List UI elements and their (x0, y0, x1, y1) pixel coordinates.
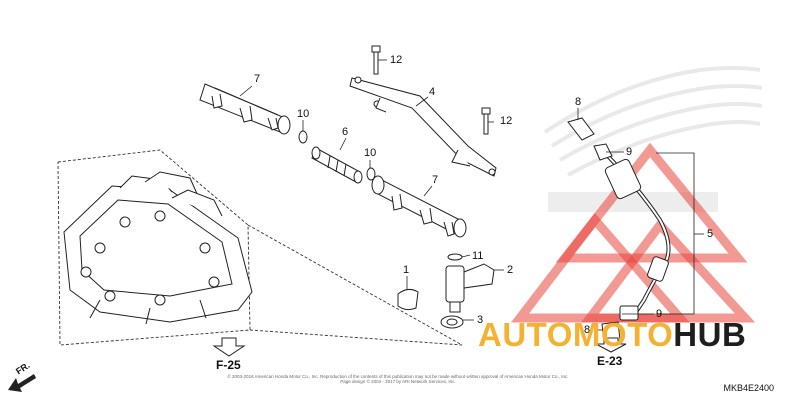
bolts (371, 45, 491, 135)
sub-harness (604, 152, 671, 321)
leader-lines (239, 59, 704, 331)
harness-clips (567, 117, 621, 343)
watermark-hub: HUB (673, 316, 747, 353)
callout-1: 1 (403, 264, 410, 276)
diagram-code: MKB4E2400 (723, 383, 774, 393)
fuel-rail-upper (199, 83, 291, 135)
pressure-regulator (311, 146, 363, 184)
cylinder-head (63, 171, 253, 325)
cylinder-head-frame (57, 149, 463, 346)
reference-e23[interactable]: E-23 (597, 354, 623, 368)
reference-arrow-e23 (595, 337, 627, 353)
injector-clip (397, 288, 419, 311)
watermark-auto: AUTO (478, 316, 573, 353)
copyright-notice: © 2003-2016 American Honda Motor Co., In… (218, 374, 578, 384)
fuel-injector (445, 253, 495, 313)
callout-5: 5 (707, 228, 714, 240)
callout-9-upper: 9 (626, 146, 633, 158)
injector-bracket (349, 76, 497, 177)
callout-8-upper: 8 (575, 96, 582, 108)
front-direction-arrow (8, 374, 36, 392)
callout-11: 11 (472, 250, 484, 262)
callout-4: 4 (429, 86, 436, 98)
reference-f25[interactable]: F-25 (216, 358, 241, 372)
copyright-line-2: Page design © 2004 - 2017 by ARI Network… (340, 379, 456, 384)
callout-7-lower: 7 (432, 174, 439, 186)
seal-ring (440, 315, 464, 329)
callout-9-lower: 9 (656, 308, 663, 320)
callout-12-lower: 12 (500, 115, 513, 127)
callout-2: 2 (507, 264, 514, 276)
callout-3: 3 (477, 314, 484, 326)
watermark-moto: MOTO (572, 316, 674, 353)
callout-7-upper: 7 (254, 73, 261, 85)
callout-10-upper: 10 (297, 108, 310, 120)
callout-8-lower: 8 (584, 324, 591, 336)
watermark-brand: AUTOMOTOHUB (478, 318, 746, 351)
copyright-line-1: © 2003-2016 American Honda Motor Co., In… (227, 374, 569, 379)
callout-6: 6 (342, 126, 349, 138)
callout-12-upper: 12 (390, 54, 403, 66)
reference-arrow-f25 (212, 337, 246, 357)
fuel-rail-lower (371, 175, 467, 238)
callout-10-lower: 10 (364, 147, 377, 159)
honda-wordmark-ghost (548, 192, 718, 212)
